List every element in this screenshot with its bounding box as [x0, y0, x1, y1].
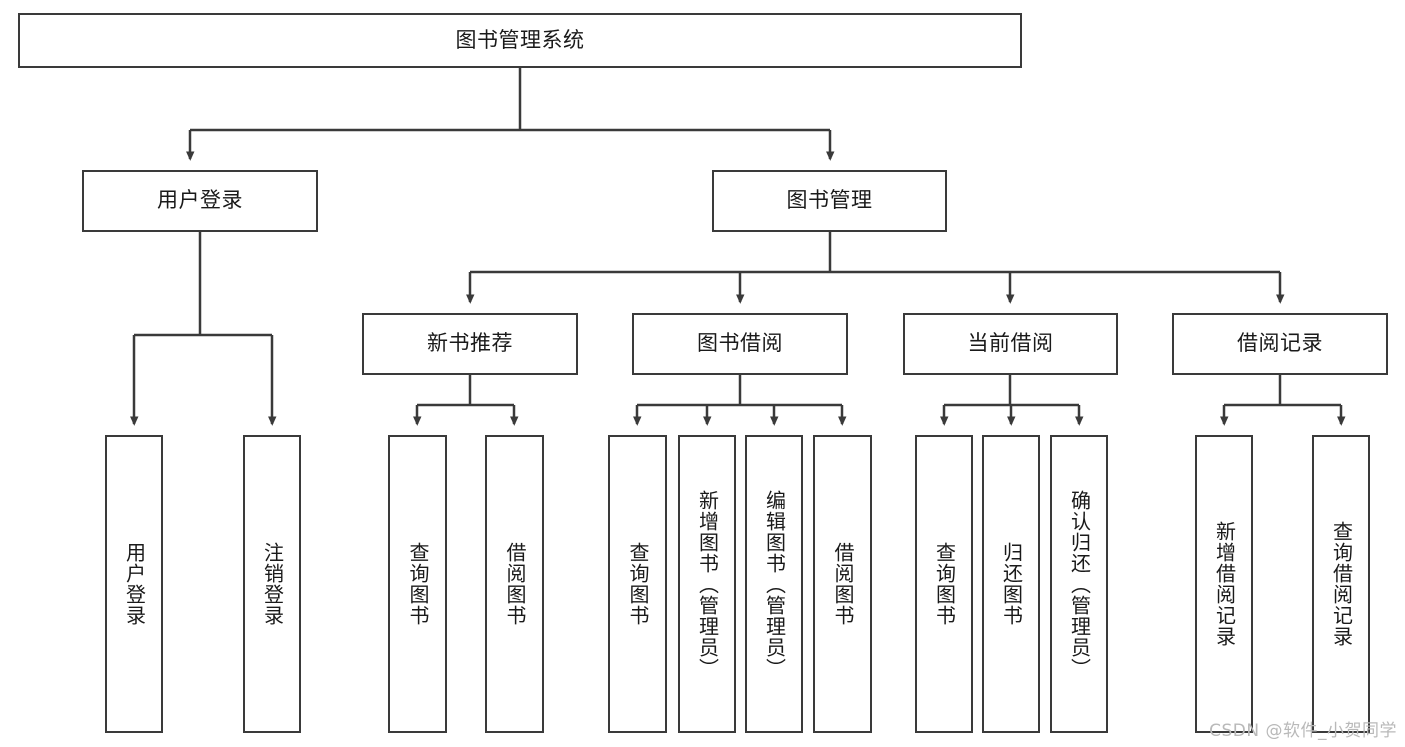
node-label: 图书管理 — [786, 188, 873, 213]
node-label: 查询图书 — [932, 542, 957, 626]
node-label: 新增借阅记录 — [1212, 521, 1237, 647]
node-label: 借阅图书 — [503, 542, 527, 626]
node-borrow-record[interactable]: 借阅记录 — [1172, 313, 1388, 375]
node-leaf-add-borrow-record[interactable]: 新增借阅记录 — [1195, 435, 1253, 733]
node-root[interactable]: 图书管理系统 — [18, 13, 1022, 68]
node-leaf-edit-book[interactable]: 编辑图书（管理员） — [745, 435, 803, 733]
node-label: 图书借阅 — [697, 331, 783, 356]
node-label: 注销登录 — [260, 542, 285, 626]
node-leaf-query-borrow-record[interactable]: 查询借阅记录 — [1312, 435, 1370, 733]
node-leaf-query-book-current[interactable]: 查询图书 — [915, 435, 973, 733]
node-leaf-borrow-book[interactable]: 借阅图书 — [813, 435, 872, 733]
node-leaf-query-book-borrow[interactable]: 查询图书 — [608, 435, 667, 733]
node-label: 查询借阅记录 — [1329, 521, 1354, 647]
node-label: 用户登录 — [122, 542, 147, 626]
node-label: 查询图书 — [406, 542, 430, 626]
node-label: 借阅记录 — [1237, 331, 1323, 356]
node-label: 借阅图书 — [831, 542, 855, 626]
node-label: 新书推荐 — [427, 331, 513, 356]
node-leaf-confirm-return[interactable]: 确认归还（管理员） — [1050, 435, 1108, 733]
node-leaf-add-book[interactable]: 新增图书（管理员） — [678, 435, 736, 733]
node-label: 当前借阅 — [967, 331, 1054, 356]
node-leaf-user-login[interactable]: 用户登录 — [105, 435, 163, 733]
node-current-borrow[interactable]: 当前借阅 — [903, 313, 1118, 375]
node-label: 归还图书 — [999, 542, 1024, 626]
node-label: 图书管理系统 — [455, 27, 585, 52]
node-user-login[interactable]: 用户登录 — [82, 170, 318, 232]
node-leaf-logout[interactable]: 注销登录 — [243, 435, 301, 733]
node-label: 编辑图书（管理员） — [762, 489, 787, 679]
node-book-borrow[interactable]: 图书借阅 — [632, 313, 848, 375]
node-leaf-return-book[interactable]: 归还图书 — [982, 435, 1040, 733]
node-new-book-recommend[interactable]: 新书推荐 — [362, 313, 578, 375]
node-label: 用户登录 — [157, 188, 243, 213]
node-book-manage[interactable]: 图书管理 — [712, 170, 947, 232]
node-label: 查询图书 — [626, 542, 650, 626]
node-leaf-borrow-book-rec[interactable]: 借阅图书 — [485, 435, 544, 733]
node-label: 新增图书（管理员） — [695, 489, 720, 679]
watermark-label: CSDN @软件_小贺同学 — [1209, 721, 1397, 741]
node-leaf-query-book-rec[interactable]: 查询图书 — [388, 435, 447, 733]
node-label: 确认归还（管理员） — [1067, 489, 1092, 679]
